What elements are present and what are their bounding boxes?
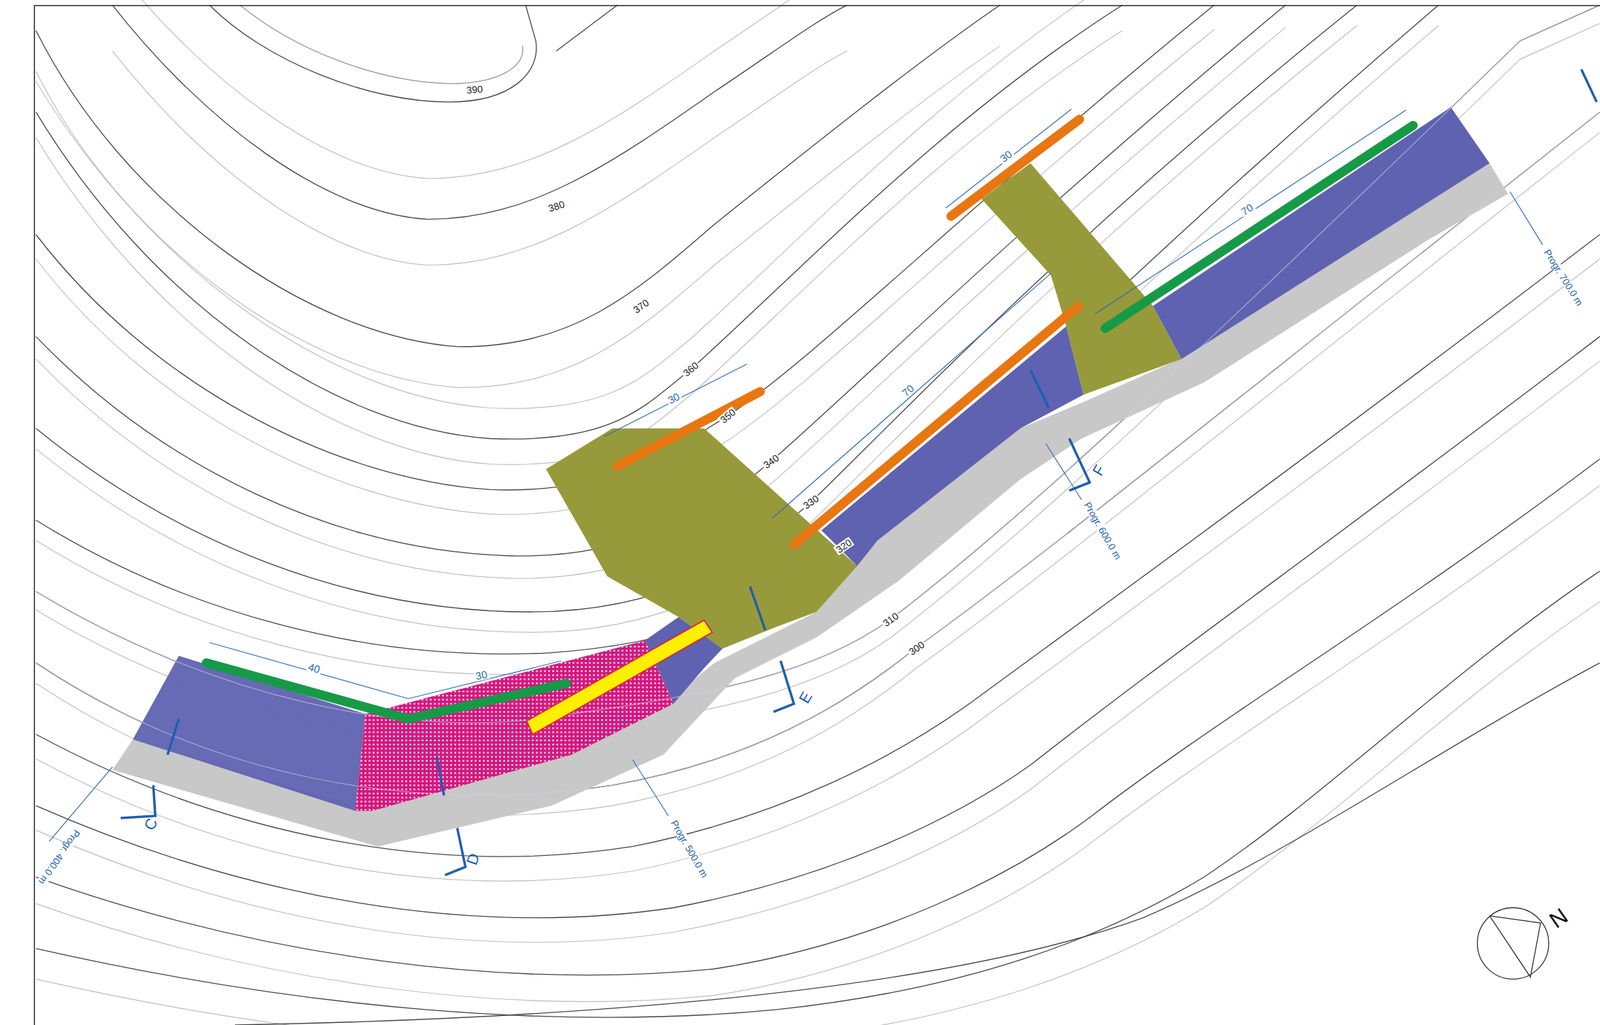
dimension-line xyxy=(772,273,1052,519)
contours-over-zones xyxy=(35,4,1600,796)
north-arrow xyxy=(1477,907,1549,980)
contour-label: 300 xyxy=(905,638,927,658)
contour-line xyxy=(239,4,523,84)
leader-line xyxy=(632,760,669,817)
section-marker xyxy=(1069,438,1090,491)
contour-line xyxy=(112,51,847,266)
dimension-line xyxy=(946,109,1072,208)
leader-line xyxy=(48,767,112,842)
contour-label: 310 xyxy=(880,609,902,629)
yellow-element xyxy=(526,620,712,735)
dimension-line xyxy=(209,642,408,699)
contour-label: 350 xyxy=(716,406,738,426)
section-line xyxy=(1030,370,1049,409)
section-letter: C xyxy=(141,814,161,834)
orange-wall xyxy=(617,391,761,466)
contour-line xyxy=(35,46,1000,389)
contour-line xyxy=(112,0,847,179)
contour-label: 320 xyxy=(833,536,855,556)
orange-wall xyxy=(793,306,1079,545)
section-line xyxy=(437,756,445,796)
contour-label: 390 xyxy=(464,83,484,96)
section-letter: F xyxy=(1089,461,1110,480)
blue-zone xyxy=(821,326,1084,567)
minor-contours xyxy=(35,0,1600,1025)
olive-zone xyxy=(546,428,858,649)
dimension-lines xyxy=(48,109,1543,842)
section-letter: E xyxy=(796,688,817,707)
leader-line xyxy=(1509,191,1543,245)
contour-label: 380 xyxy=(545,198,567,214)
contour-line xyxy=(35,0,1123,409)
dimension-label: 70 xyxy=(1237,200,1256,218)
chainage-label: Progr. 700.0 m xyxy=(1541,246,1587,310)
major-contours xyxy=(35,4,1600,1025)
wall-lines xyxy=(206,119,1414,720)
dimension-line xyxy=(1095,110,1407,315)
contour-line xyxy=(35,4,1600,723)
green-wall xyxy=(206,662,567,719)
orange-wall xyxy=(951,119,1080,217)
green-wall xyxy=(1104,125,1414,328)
chainage-label: Progr. 400.0 m xyxy=(35,826,82,888)
dimension-label: 70 xyxy=(899,381,917,400)
contour-line xyxy=(35,4,1000,347)
contour-line xyxy=(35,360,1600,942)
section-marker xyxy=(773,660,794,712)
section-marker xyxy=(120,785,156,819)
section-line xyxy=(1581,69,1597,103)
section-markers xyxy=(120,69,1598,875)
dimension-label: 30 xyxy=(997,147,1016,166)
dimension-line xyxy=(604,364,747,438)
contour-label: 360 xyxy=(680,359,702,380)
north-circle xyxy=(1477,907,1549,980)
contour-label: 330 xyxy=(800,492,822,512)
contour-label: 370 xyxy=(630,296,652,316)
section-line xyxy=(167,718,180,755)
chainage-label: Progr. 600.0 m xyxy=(1081,499,1124,563)
north-pointer xyxy=(1489,916,1541,978)
contour-line xyxy=(35,30,1123,466)
dimension-line xyxy=(408,660,562,699)
section-line xyxy=(750,586,766,631)
contour-line xyxy=(555,4,618,52)
contour-line xyxy=(35,234,1600,857)
dimension-label: 40 xyxy=(305,661,323,676)
chainage-label: Progr. 500.0 m xyxy=(668,817,711,881)
dimension-label: 30 xyxy=(473,668,490,682)
north-letter: N xyxy=(1544,903,1573,933)
dimension-label: 30 xyxy=(664,390,682,407)
contour-label: 340 xyxy=(760,451,782,471)
frame xyxy=(34,5,1600,1025)
section-marker xyxy=(444,827,466,875)
contour-line xyxy=(35,111,1600,796)
section-letter: D xyxy=(463,850,483,869)
contour-line xyxy=(209,4,537,103)
contour-line xyxy=(112,4,847,219)
